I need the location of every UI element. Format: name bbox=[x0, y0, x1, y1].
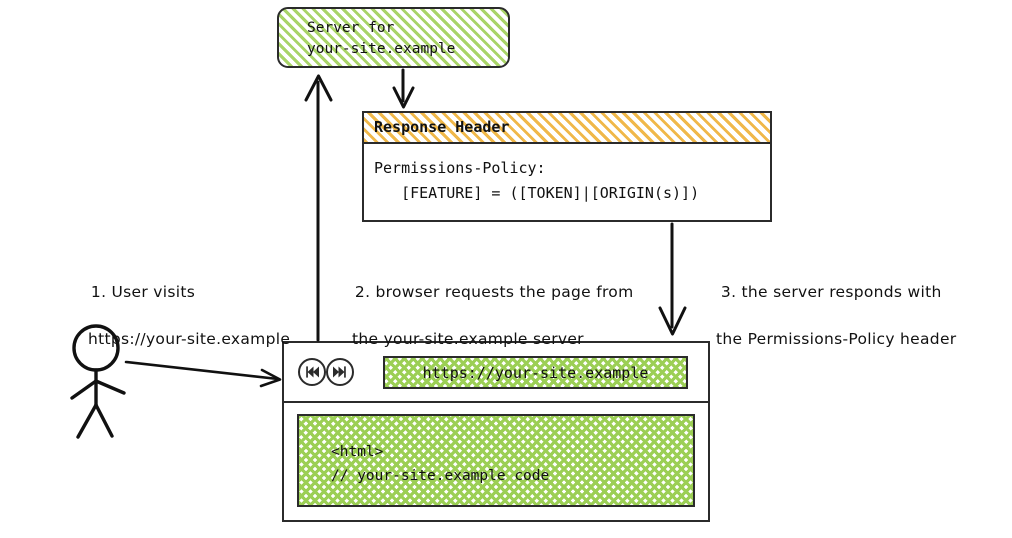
address-bar-url: https://your-site.example bbox=[422, 364, 649, 382]
arrow-response-header-to-browser bbox=[658, 222, 687, 336]
response-header-title: Response Header bbox=[374, 118, 510, 136]
server-box: Server for your-site.example bbox=[277, 7, 510, 68]
page-source-code: <html> // your-site.example code bbox=[331, 440, 549, 488]
browser-window: https://your-site.example <html> // your… bbox=[282, 341, 710, 522]
response-header-body: Permissions-Policy: [FEATURE] = ([TOKEN]… bbox=[364, 144, 770, 206]
permissions-policy-key: Permissions-Policy: bbox=[374, 159, 546, 177]
arrow-browser-to-server bbox=[304, 74, 333, 342]
response-header-title-bar: Response Header bbox=[364, 113, 770, 144]
annotation-step-3: 3. the server responds with the Permissi… bbox=[700, 258, 956, 398]
permissions-policy-value: [FEATURE] = ([TOKEN]|[ORIGIN(s)]) bbox=[374, 184, 700, 202]
arrow-server-to-response-header bbox=[392, 68, 415, 109]
browser-page-content: <html> // your-site.example code bbox=[297, 414, 695, 507]
address-bar[interactable]: https://your-site.example bbox=[383, 356, 688, 389]
annotation-step-2: 2. browser requests the page from the yo… bbox=[334, 258, 633, 398]
server-label-line1: Server for bbox=[307, 20, 395, 36]
code-line-2: // your-site.example code bbox=[331, 468, 550, 484]
code-line-1: <html> bbox=[331, 444, 384, 460]
annotation-step-1-line-2: https://your-site.example bbox=[88, 329, 291, 348]
browser-toolbar: https://your-site.example bbox=[284, 343, 708, 403]
annotation-step-1: 1. User visits https://your-site.example bbox=[70, 258, 290, 398]
annotation-step-3-line-1: 3. the server responds with bbox=[720, 283, 942, 302]
fast-forward-icon[interactable] bbox=[326, 358, 354, 386]
server-box-label: Server for your-site.example bbox=[307, 18, 455, 60]
server-label-line2: your-site.example bbox=[307, 41, 456, 57]
annotation-step-1-line-1: 1. User visits bbox=[90, 283, 196, 302]
annotation-step-2-line-2: the your-site.example server bbox=[352, 329, 584, 348]
response-header-box: Response Header Permissions-Policy: [FEA… bbox=[362, 111, 772, 222]
annotation-step-3-line-2: the Permissions-Policy header bbox=[716, 329, 957, 348]
annotation-step-2-line-1: 2. browser requests the page from bbox=[354, 283, 634, 302]
rewind-icon[interactable] bbox=[298, 358, 326, 386]
